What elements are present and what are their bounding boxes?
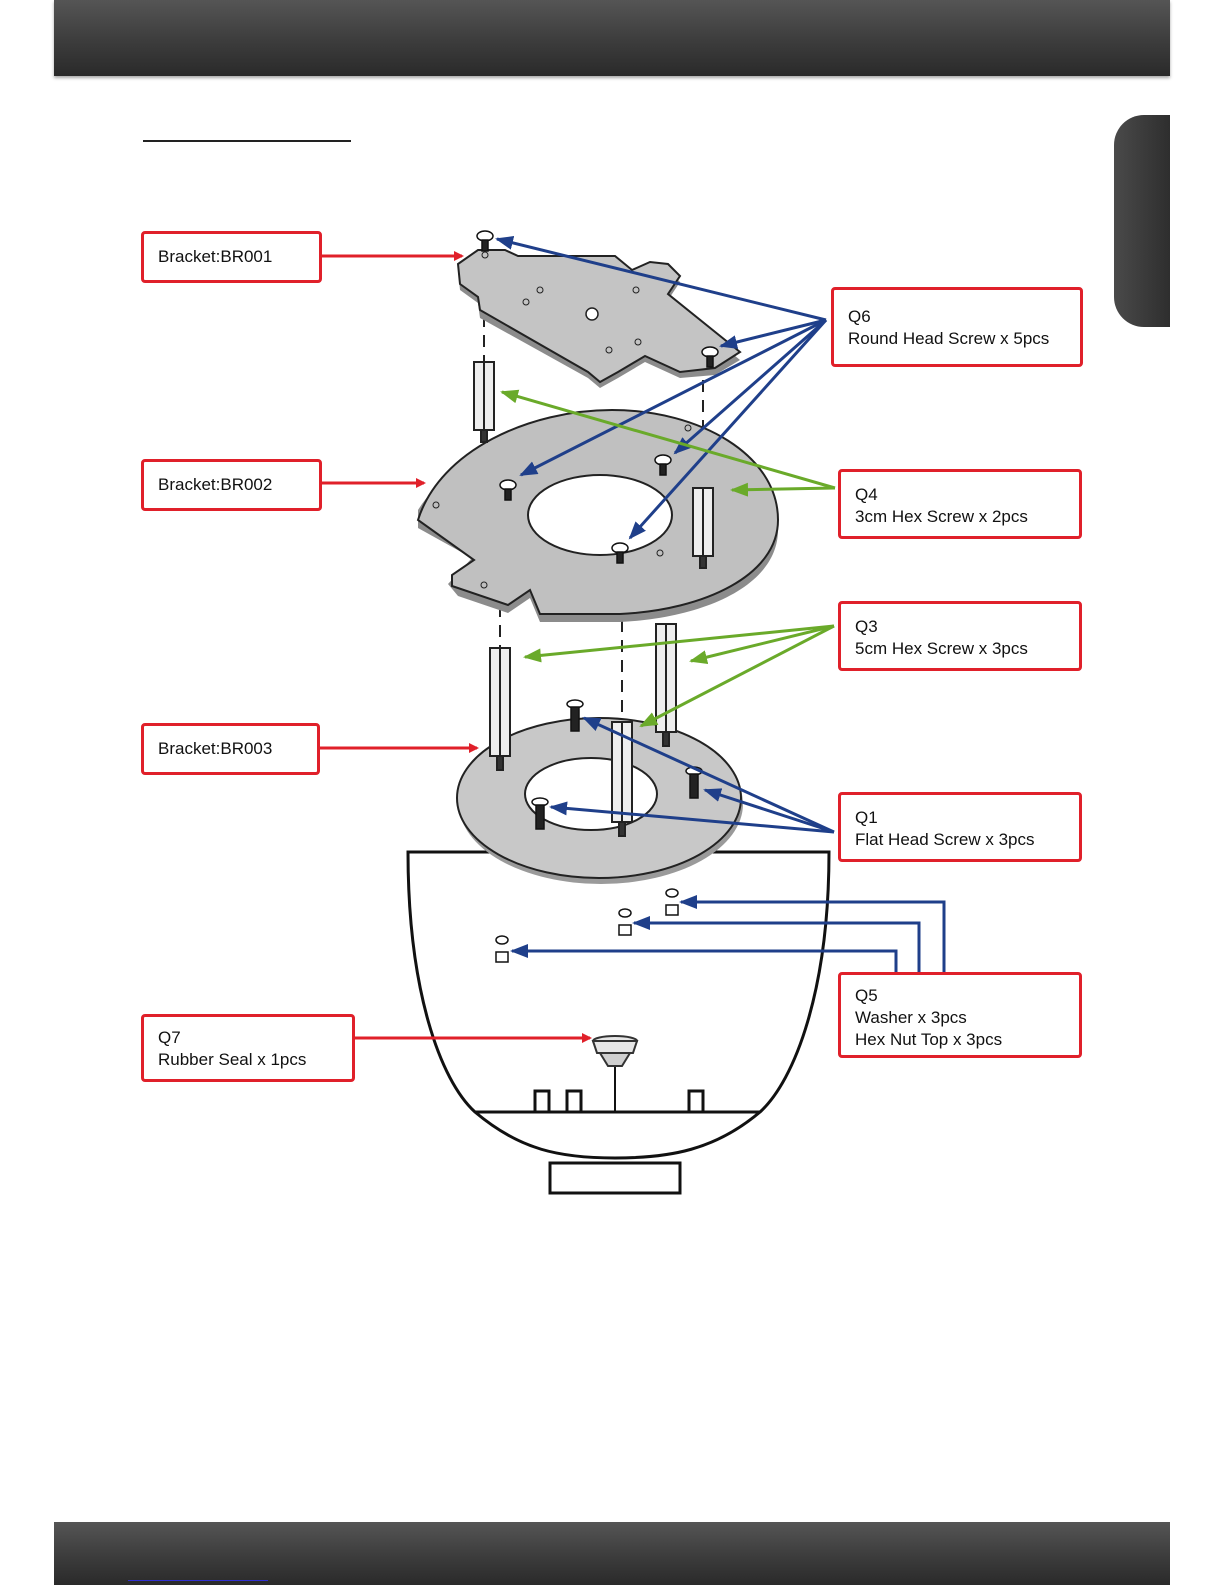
- part-code: Q7: [158, 1027, 338, 1049]
- part-code: Q4: [855, 484, 1065, 506]
- part-code: Q3: [855, 616, 1065, 638]
- label-q6: Q6 Round Head Screw x 5pcs: [831, 287, 1083, 367]
- part-desc: Flat Head Screw x 3pcs: [855, 829, 1065, 851]
- label-bracket-br003: Bracket:BR003: [141, 723, 320, 775]
- label-bracket-br001: Bracket:BR001: [141, 231, 322, 283]
- part-desc-washer: Washer x 3pcs: [855, 1007, 1065, 1029]
- part-desc: Rubber Seal x 1pcs: [158, 1049, 338, 1071]
- part-code: Q6: [848, 306, 1066, 328]
- part-code: Q1: [855, 807, 1065, 829]
- part-desc: 3cm Hex Screw x 2pcs: [855, 506, 1065, 528]
- label-q1: Q1 Flat Head Screw x 3pcs: [838, 792, 1082, 862]
- footer-bar: [54, 1522, 1170, 1585]
- part-code: Q5: [855, 985, 1065, 1007]
- bracket-br001-plate: [458, 250, 740, 388]
- label-q5: Q5 Washer x 3pcs Hex Nut Top x 3pcs: [838, 972, 1082, 1058]
- part-desc: Round Head Screw x 5pcs: [848, 328, 1066, 350]
- label-text: Bracket:BR001: [158, 246, 272, 268]
- label-bracket-br002: Bracket:BR002: [141, 459, 322, 511]
- part-desc-nut: Hex Nut Top x 3pcs: [855, 1029, 1065, 1051]
- part-desc: 5cm Hex Screw x 3pcs: [855, 638, 1065, 660]
- bracket-br002-plate: [418, 410, 778, 622]
- label-text: Bracket:BR003: [158, 738, 272, 760]
- label-q4: Q4 3cm Hex Screw x 2pcs: [838, 469, 1082, 539]
- label-text: Bracket:BR002: [158, 474, 272, 496]
- label-q3: Q3 5cm Hex Screw x 3pcs: [838, 601, 1082, 671]
- footer-link-underline: [128, 1580, 268, 1581]
- label-q7: Q7 Rubber Seal x 1pcs: [141, 1014, 355, 1082]
